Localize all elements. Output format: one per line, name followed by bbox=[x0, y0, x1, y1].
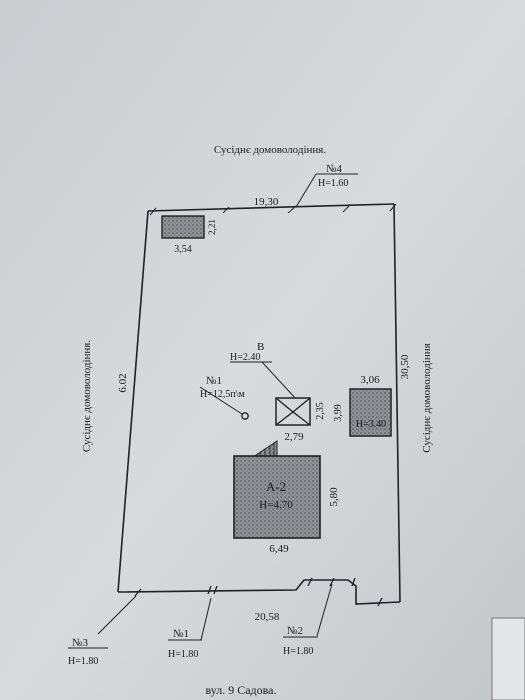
cellar-cross-icon bbox=[275, 397, 311, 426]
shed-top-width: 3,54 bbox=[174, 244, 192, 255]
shed-top-depth: 2,21 bbox=[207, 219, 217, 235]
fence-3-label: №3 bbox=[72, 637, 88, 649]
bottom-dimension: 20,58 bbox=[255, 611, 280, 623]
boundary-ticks-top bbox=[149, 203, 397, 216]
cellar-height: H=2.40 bbox=[230, 352, 260, 363]
fence-3-leader bbox=[97, 595, 137, 635]
house-depth: 5,80 bbox=[328, 487, 340, 507]
well-leader bbox=[199, 386, 243, 415]
fence-2-label: №2 bbox=[287, 625, 303, 637]
shed-right bbox=[349, 388, 392, 437]
shed-top bbox=[161, 215, 205, 239]
fence-3-height: H=1.80 bbox=[68, 656, 98, 667]
cellar-leader bbox=[261, 361, 298, 401]
top-neighbor-label: Сусіднє домоволодіння. bbox=[214, 144, 326, 156]
well-height: H=12,5п\м bbox=[200, 389, 245, 400]
right-dimension: 30,50 bbox=[399, 354, 411, 379]
left-dimension: 6.02 bbox=[117, 373, 129, 392]
house bbox=[233, 455, 321, 539]
cellar-label: В bbox=[257, 341, 264, 353]
boundary-ticks-bottom bbox=[134, 577, 383, 607]
fence-1-height: H=1.80 bbox=[168, 649, 198, 660]
fence-4-label: №4 bbox=[326, 163, 342, 175]
boundary-bottom-left bbox=[117, 579, 401, 605]
house-label: А-2 bbox=[266, 479, 286, 494]
house-width: 6,49 bbox=[269, 543, 289, 555]
top-dimension: 19,30 bbox=[254, 196, 279, 208]
corner-form-box bbox=[491, 617, 525, 700]
fence-2-height: H=1.80 bbox=[283, 646, 313, 657]
fence-4-leader bbox=[295, 173, 317, 208]
house-height: H=4.70 bbox=[259, 499, 293, 511]
shed-right-width: 3,06 bbox=[360, 374, 380, 386]
cellar-depth: 2,35 bbox=[315, 402, 326, 420]
fence-2-leader bbox=[316, 583, 333, 637]
boundary-top bbox=[147, 203, 395, 212]
house-porch-steps bbox=[259, 443, 275, 457]
cellar-width: 2,79 bbox=[284, 431, 304, 443]
fence-1-label: №1 bbox=[173, 628, 189, 640]
street-label: вул. 9 Садова. bbox=[206, 683, 277, 697]
well-label: №1 bbox=[206, 375, 222, 387]
fence-4-height: H=1.60 bbox=[318, 178, 348, 189]
well-symbol bbox=[241, 412, 249, 420]
shed-right-height: H=3.40 bbox=[356, 419, 386, 430]
left-neighbor-label: Сусіднє домоволодіння. bbox=[81, 340, 93, 452]
right-neighbor-label: Сусіднє домоволодіння bbox=[421, 343, 433, 452]
shed-right-depth: 3,99 bbox=[333, 404, 344, 422]
boundary-right bbox=[393, 203, 401, 603]
boundary-left bbox=[117, 210, 149, 593]
fence-1-leader bbox=[200, 597, 212, 641]
